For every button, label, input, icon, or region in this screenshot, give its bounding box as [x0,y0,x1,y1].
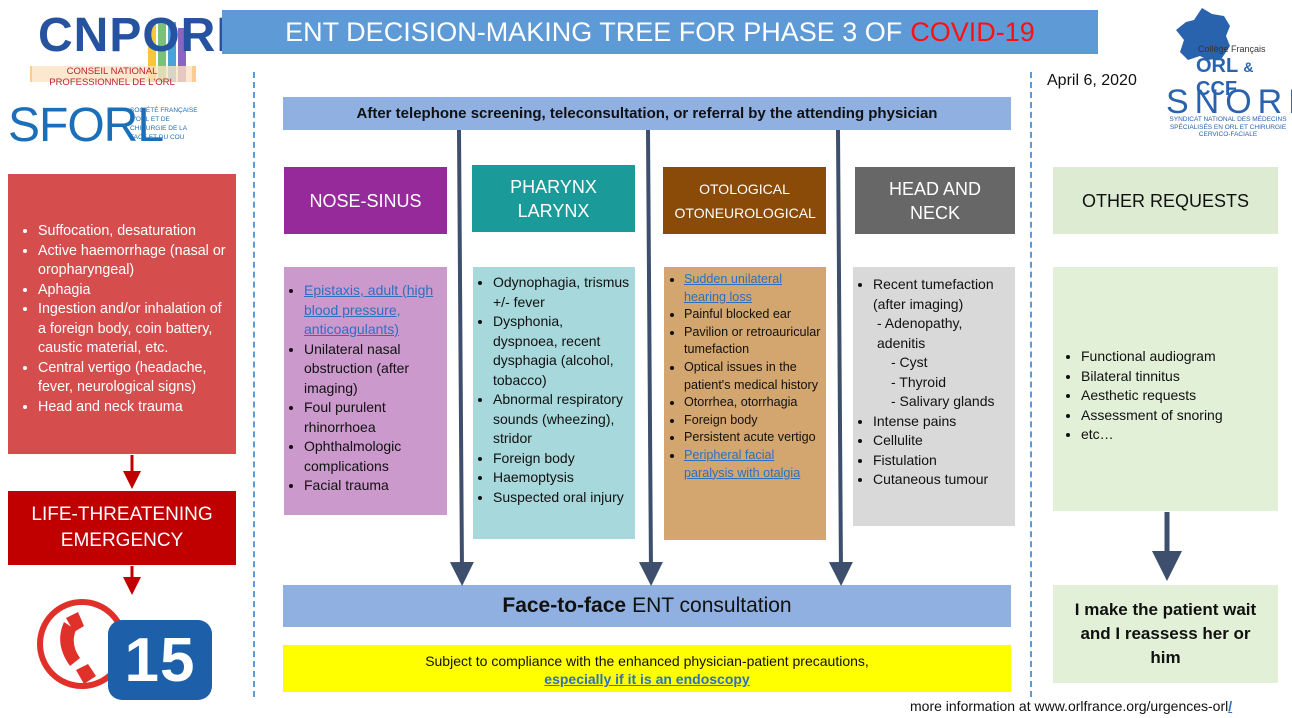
arrow-screening-to-consult-1 [449,129,474,586]
date-label: April 6, 2020 [1047,72,1137,89]
life-threatening-emergency-box: LIFE-THREATENING EMERGENCY [8,491,236,565]
wait-label: I make the patient wait and I reassess h… [1074,600,1257,667]
amp-text: & [1243,59,1254,75]
head-item: Fistulation [873,451,1011,471]
emergency-item: Suffocation, desaturation [38,222,232,242]
precautions-banner: Subject to compliance with the enhanced … [283,645,1011,692]
head-subitem: - Salivary glands [891,393,995,409]
emergency-criteria-box: Suffocation, desaturation Active haemorr… [8,174,236,454]
head-subitem: - Adenopathy, adenitis [877,315,963,351]
left-dashed-divider [253,72,255,697]
oto-item: Foreign body [684,412,824,430]
head-subitem: - Cyst [891,354,928,370]
oto-item-hearing-loss-link[interactable]: Sudden unilateral hearing loss [684,271,824,306]
cnporl-logo-subtitle: CONSEIL NATIONAL PROFESSIONNEL DE L'ORL [32,66,192,88]
france-map-icon [1176,8,1230,60]
title-highlight: COVID-19 [910,16,1035,47]
oto-item: Otorrhea, otorrhagia [684,394,824,412]
nose-sinus-list: Epistaxis, adult (high blood pressure, a… [284,267,447,515]
emergency-number-15: 15 [108,620,212,700]
pharynx-item: Odynophagia, trismus +/- fever [493,273,631,312]
category-pharynx-label: PHARYNX LARYNX [510,176,597,221]
emergency-item: Central vertigo (headache, fever, neurol… [38,359,232,398]
head-subitem: - Thyroid [891,373,946,390]
nose-item: Ophthalmologic complications [304,437,443,476]
category-pharynx-larynx: PHARYNX LARYNX [472,165,635,232]
arrow-screening-to-consult-3 [828,129,853,586]
life-threatening-label: LIFE-THREATENING EMERGENCY [31,504,213,551]
ccf-text: CCF [1196,78,1238,100]
more-info-text: more information at www.orlfrance.org/ur… [910,698,1229,714]
sforl-logo: SFORL [8,99,164,152]
head-item: Intense pains [873,412,1011,432]
pharynx-larynx-list: Odynophagia, trismus +/- fever Dysphonia… [473,267,635,539]
nose-item-epistaxis-link[interactable]: Epistaxis, adult (high blood pressure, a… [304,281,443,340]
nose-item: Facial trauma [304,476,443,496]
arrow-screening-to-consult-2 [638,129,663,586]
oto-item: Persistent acute vertigo [684,429,824,447]
pharynx-item: Foreign body [493,449,631,469]
category-nose-sinus: NOSE-SINUS [284,167,447,234]
face-to-face-bold: Face-to-face [502,594,627,617]
other-item: Assessment of snoring [1081,406,1274,426]
precautions-line: Subject to compliance with the enhanced … [425,653,869,669]
other-item: etc… [1081,425,1274,445]
other-requests-list: Functional audiogram Bilateral tinnitus … [1053,267,1278,511]
head-item: Cellulite [873,431,1011,451]
emergency-item: Active haemorrhage (nasal or oropharynge… [38,242,232,281]
other-item: Aesthetic requests [1081,386,1274,406]
hearing-loss-link[interactable]: Sudden unilateral hearing loss [684,272,783,304]
category-head-neck: HEAD AND NECK [855,167,1015,234]
face-to-face-rest: ENT consultation [632,594,792,617]
pharynx-item: Suspected oral injury [493,488,631,508]
nose-item: Unilateral nasal obstruction (after imag… [304,340,443,399]
head-item: Cutaneous tumour [873,470,1011,490]
sforl-logo-subtitle: SOCIÉTÉ FRANÇAISE D'ORL ET DE CHIRURGIE … [130,107,198,141]
right-dashed-divider [1030,72,1032,697]
snorl-logo: SNORL [1166,83,1292,121]
screening-bar: After telephone screening, teleconsultat… [283,97,1011,130]
category-oto-label: OTOLOGICAL OTONEUROLOGICAL [674,180,816,221]
other-item: Bilateral tinnitus [1081,367,1274,387]
oto-item-facial-paralysis-link[interactable]: Peripheral facial paralysis with otalgia [684,447,824,482]
oto-item: Painful blocked ear [684,306,824,324]
oto-item: Optical issues in the patient's medical … [684,359,824,394]
face-to-face-consultation-bar: Face-to-face ENT consultation [283,585,1011,627]
pharynx-item: Haemoptysis [493,468,631,488]
category-other-requests: OTHER REQUESTS [1053,167,1278,234]
facial-paralysis-link[interactable]: Peripheral facial paralysis with otalgia [684,447,801,480]
head-neck-list: Recent tumefaction (after imaging) - Ade… [853,267,1015,526]
college-francais-label: Collège Français [1198,44,1266,54]
pharynx-item: Dysphonia, dyspnoea, recent dysphagia (a… [493,312,631,390]
page-title: ENT DECISION-MAKING TREE FOR PHASE 3 OF … [222,10,1098,54]
title-text: ENT DECISION-MAKING TREE FOR PHASE 3 OF [285,16,903,47]
more-info-footer: more information at www.orlfrance.org/ur… [910,698,1232,714]
other-item: Functional audiogram [1081,347,1274,367]
emergency-item: Head and neck trauma [38,398,232,418]
orl-ccf-logo: ORL & CCF [1196,55,1292,101]
pharynx-item: Abnormal respiratory sounds (wheezing), … [493,390,631,449]
oto-item: Pavilion or retroauricular tumefaction [684,324,824,359]
epistaxis-link[interactable]: Epistaxis, adult (high blood pressure, a… [304,282,434,337]
otological-list: Sudden unilateral hearing loss Painful b… [664,267,826,540]
orl-text: ORL [1196,55,1238,77]
cnporl-logo: CNPORL [38,9,247,62]
more-info-link[interactable]: / [1228,698,1233,714]
nose-item: Foul purulent rhinorrhoea [304,398,443,437]
emergency-item: Aphagia [38,281,232,301]
head-item: Recent tumefaction (after imaging) [873,275,1011,314]
endoscopy-link[interactable]: especially if it is an endoscopy [544,671,750,687]
emergency-item: Ingestion and/or inhalation of a foreign… [38,300,232,359]
category-otological: OTOLOGICAL OTONEUROLOGICAL [663,167,826,234]
snorl-logo-subtitle: SYNDICAT NATIONAL DES MÉDECINS SPÉCIALIS… [1169,116,1287,138]
wait-reassess-box: I make the patient wait and I reassess h… [1053,585,1278,683]
category-head-label: HEAD AND NECK [888,178,982,223]
